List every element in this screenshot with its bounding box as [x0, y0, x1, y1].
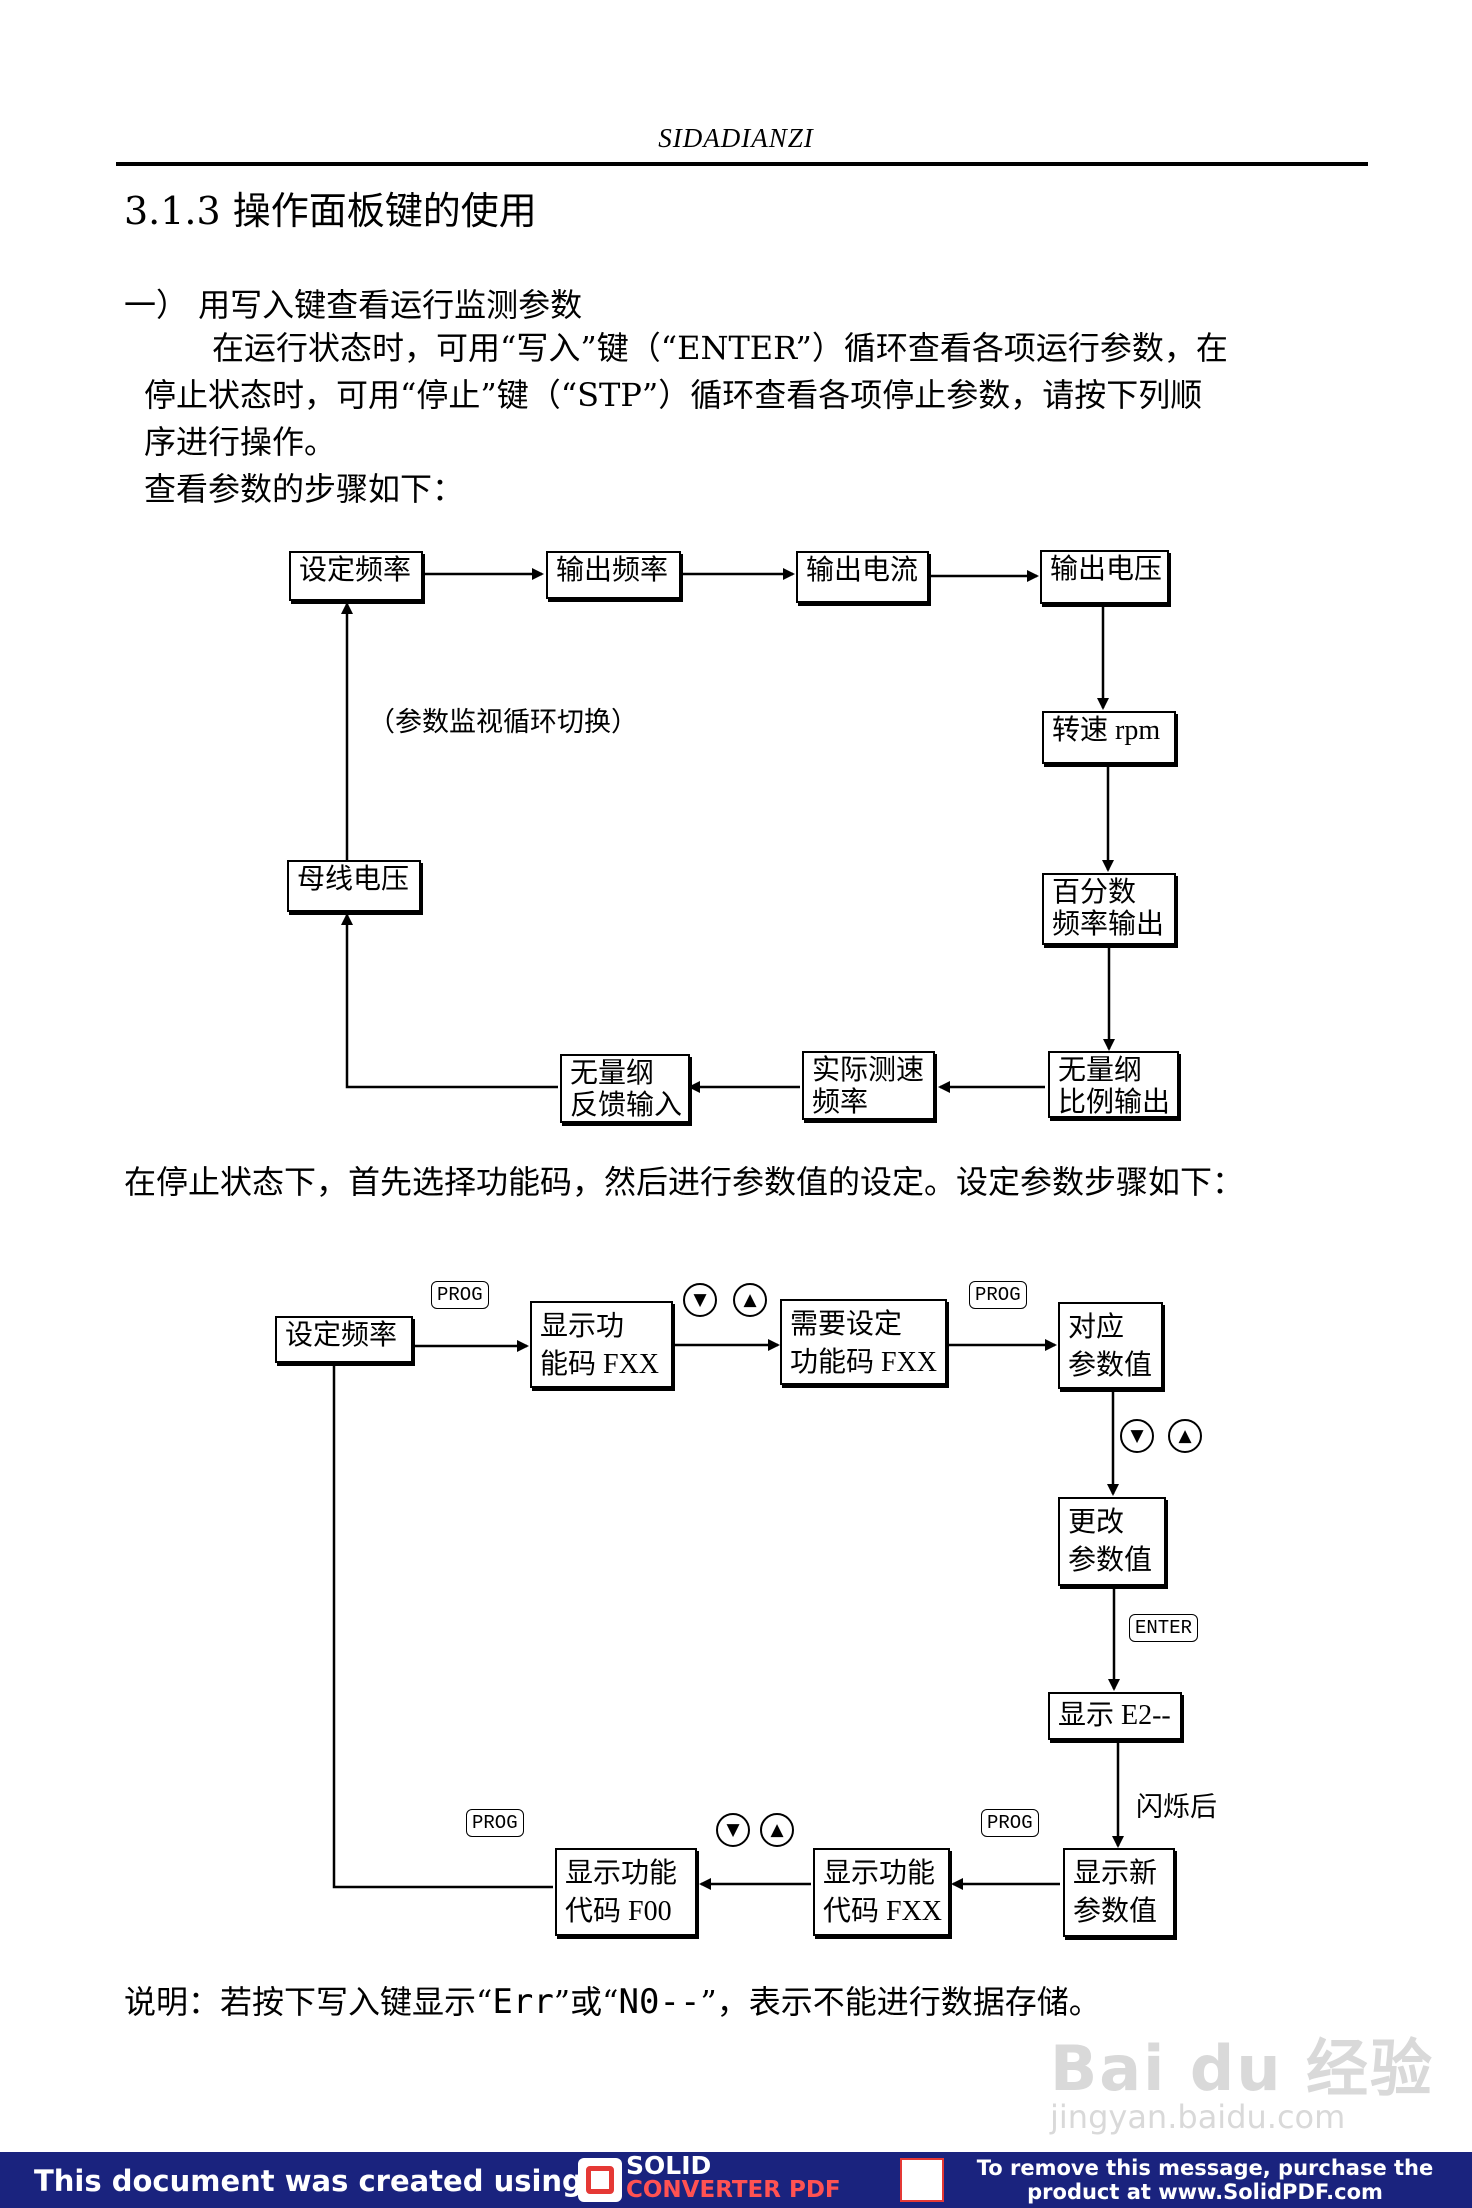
flow2-f00-line1: 显示功能: [565, 1858, 678, 1889]
flow2-fxx-line2: 代码 FXX: [823, 1896, 943, 1927]
paragraph-line-2: 停止状态时，可用“停止”键（“STP”）循环查看各项停止参数，请按下列顺: [144, 376, 1203, 414]
flow2-change-line1: 更改: [1068, 1507, 1125, 1538]
note-prefix: 说明：若按下写入键显示“: [124, 1983, 493, 2021]
flow2-box-show-code-fxx: 显示功能 代码 FXX: [813, 1848, 950, 1936]
flow2-box-show-new-value: 显示新 参数值: [1063, 1848, 1175, 1937]
flow1-box-actual-line1: 实际测速: [812, 1055, 925, 1086]
pdf-converter-banner: This document was created using SOLID CO…: [0, 2152, 1472, 2208]
paragraph-line-4: 查看参数的步骤如下：: [144, 470, 465, 508]
flow2-box-show-e2: 显示 E2--: [1048, 1692, 1182, 1740]
flow2-need-code-line2: 功能码 FXX: [790, 1347, 938, 1378]
down-key-icon: ▼: [716, 1813, 750, 1847]
banner-brand-top: SOLID: [626, 2151, 712, 2180]
banner-right-line2: product at www.SolidPDF.com: [1027, 2180, 1383, 2204]
flow1-box-output-voltage: 输出电压: [1040, 550, 1169, 604]
flow1-box-output-current: 输出电流: [796, 551, 929, 603]
flow1-box-actual-line2: 频率: [812, 1087, 869, 1118]
up-key-icon: ▲: [760, 1813, 794, 1847]
up-key-icon: ▲: [1168, 1419, 1202, 1453]
pdf-document-icon: [900, 2158, 944, 2202]
note-no-code: N0--: [618, 1982, 701, 2022]
flow1-box-ratio-line2: 比例输出: [1058, 1087, 1171, 1118]
baidu-watermark-logo: Bai du 经验: [1050, 2032, 1435, 2105]
flow2-need-code-line1: 需要设定: [790, 1309, 903, 1340]
flow1-box-percent-line1: 百分数: [1052, 877, 1137, 908]
flow1-box-actual-speed-frequency: 实际测速 频率: [802, 1051, 935, 1120]
flow1-box-feedback-line1: 无量纲: [570, 1058, 655, 1089]
flow1-box-dimensionless-ratio: 无量纲 比例输出: [1048, 1051, 1179, 1118]
flow2-box-set-frequency: 设定频率: [275, 1316, 413, 1363]
flow2-box-show-code-f00: 显示功能 代码 F00: [555, 1848, 697, 1936]
solid-logo-icon: [578, 2158, 622, 2202]
paragraph-line-3: 序进行操作。: [144, 423, 337, 461]
flow1-box-percent-line2: 频率输出: [1052, 909, 1165, 940]
section-title: 3.1.3 操作面板键的使用: [124, 189, 537, 233]
note-line: 说明：若按下写入键显示“Err”或“N0--”，表示不能进行数据存储。: [124, 1977, 1101, 2023]
flow1-box-set-frequency: 设定频率: [289, 551, 423, 601]
flow2-corr-line1: 对应: [1068, 1312, 1125, 1343]
paragraph-line-1: 在运行状态时，可用“写入”键（“ENTER”）循环查看各项运行参数，在: [212, 329, 1228, 367]
flow1-cycle-label: （参数监视循环切换）: [368, 707, 638, 737]
down-key-icon: ▼: [683, 1283, 717, 1317]
prog-key-icon: PROG: [466, 1809, 524, 1837]
flow1-box-dimensionless-feedback: 无量纲 反馈输入: [560, 1054, 690, 1123]
flow2-show-code-line1: 显示功: [540, 1311, 625, 1342]
flow1-box-bus-voltage: 母线电压: [287, 860, 421, 912]
prog-key-icon: PROG: [981, 1809, 1039, 1837]
flow2-f00-line2: 代码 F00: [565, 1896, 672, 1927]
flow2-change-line2: 参数值: [1068, 1545, 1153, 1576]
flow1-box-ratio-line1: 无量纲: [1058, 1055, 1143, 1086]
flow2-fxx-line1: 显示功能: [823, 1858, 936, 1889]
banner-right-line1: To remove this message, purchase the: [976, 2156, 1434, 2180]
down-key-icon: ▼: [1120, 1419, 1154, 1453]
header-rule: [116, 162, 1368, 166]
flow1-box-speed-rpm: 转速 rpm: [1042, 711, 1176, 764]
flow1-box-output-frequency: 输出频率: [546, 551, 681, 599]
flow1-box-percent-frequency: 百分数 频率输出: [1042, 873, 1176, 945]
prog-key-icon: PROG: [969, 1281, 1027, 1309]
subsection-title: 一） 用写入键查看运行监测参数: [124, 286, 583, 324]
flow2-new-value-line2: 参数值: [1073, 1896, 1158, 1927]
prog-key-icon: PROG: [431, 1281, 489, 1309]
flow2-corr-line2: 参数值: [1068, 1350, 1153, 1381]
banner-brand-bottom: CONVERTER PDF: [626, 2177, 841, 2203]
enter-key-icon: ENTER: [1129, 1614, 1199, 1642]
note-err-code: Err: [492, 1982, 554, 2022]
flow2-box-need-function-code: 需要设定 功能码 FXX: [780, 1299, 947, 1385]
flow2-box-change-value: 更改 参数值: [1058, 1497, 1166, 1586]
note-mid: ”或“: [553, 1983, 619, 2021]
flow1-box-feedback-line2: 反馈输入: [570, 1090, 683, 1121]
flow2-new-value-line1: 显示新: [1073, 1858, 1158, 1889]
page-header-brand: SIDADIANZI: [658, 123, 814, 153]
flow2-box-show-function-code: 显示功 能码 FXX: [530, 1301, 673, 1388]
flow2-box-corresponding-value: 对应 参数值: [1058, 1302, 1163, 1389]
baidu-watermark-url: jingyan.baidu.com: [1050, 2098, 1346, 2136]
note-suffix: ”，表示不能进行数据存储。: [700, 1983, 1101, 2021]
middle-paragraph: 在停止状态下，首先选择功能码，然后进行参数值的设定。设定参数步骤如下：: [124, 1163, 1245, 1201]
flow2-flash-label: 闪烁后: [1136, 1792, 1217, 1822]
up-key-icon: ▲: [733, 1283, 767, 1317]
banner-left-text: This document was created using: [34, 2164, 583, 2198]
flow2-show-code-line2: 能码 FXX: [540, 1349, 660, 1380]
